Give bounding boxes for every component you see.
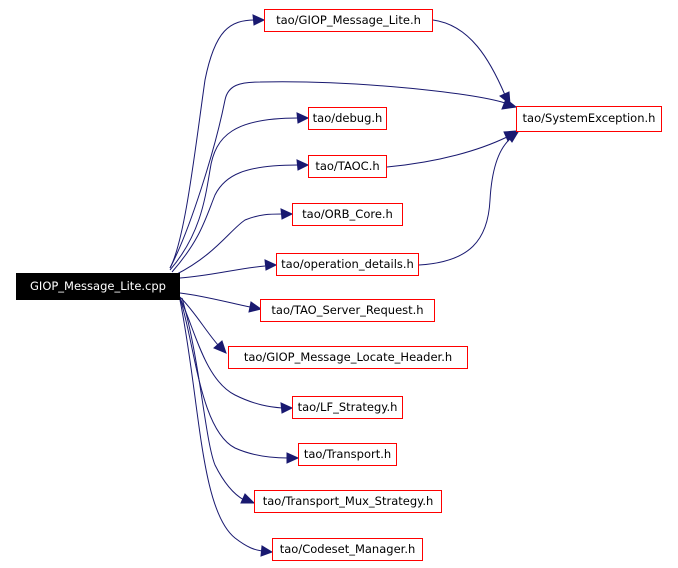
node-lf-strategy-h[interactable]: tao/LF_Strategy.h bbox=[292, 396, 403, 419]
edge-giop-message-lite-h-to-systemexception-h bbox=[432, 19, 506, 96]
arrowhead bbox=[505, 131, 519, 143]
edge-root-to-giop-message-lite-h bbox=[169, 19, 256, 269]
node-codeset-manager-h[interactable]: tao/Codeset_Manager.h bbox=[272, 538, 423, 561]
arrowhead bbox=[296, 112, 310, 124]
arrowhead bbox=[260, 545, 274, 557]
node-giop-message-lite-h[interactable]: tao/GIOP_Message_Lite.h bbox=[264, 9, 433, 32]
arrowhead bbox=[264, 259, 278, 271]
node-taoc-h[interactable]: tao/TAOC.h bbox=[308, 155, 387, 178]
node-transport-mux-strategy-h[interactable]: tao/Transport_Mux_Strategy.h bbox=[254, 490, 442, 513]
edge-taoc-h-to-systemexception-h bbox=[386, 136, 508, 168]
node-giop-message-locate-header-h[interactable]: tao/GIOP_Message_Locate_Header.h bbox=[228, 346, 468, 369]
arrowhead bbox=[296, 159, 310, 171]
arrowhead bbox=[213, 340, 227, 354]
node-transport-h[interactable]: tao/Transport.h bbox=[298, 443, 397, 466]
edge-root-to-systemexception-h bbox=[169, 81, 506, 269]
edge-root-to-orb-core-h bbox=[174, 213, 283, 276]
arrowhead bbox=[280, 208, 294, 220]
arrowhead bbox=[240, 493, 256, 504]
arrowhead bbox=[248, 301, 263, 313]
node-giop-message-lite-cpp[interactable]: GIOP_Message_Lite.cpp bbox=[16, 273, 180, 300]
edge-root-to-tao-server-request-h bbox=[179, 292, 251, 308]
edge-root-to-codeset-manager-h bbox=[179, 299, 263, 552]
arrowhead bbox=[286, 452, 300, 464]
edge-root-to-giop-message-locate-header-h bbox=[179, 296, 219, 346]
edge-root-to-operation-details-h bbox=[179, 265, 266, 279]
node-operation-details-h[interactable]: tao/operation_details.h bbox=[276, 253, 419, 276]
arrowhead bbox=[252, 14, 266, 26]
arrowhead bbox=[501, 98, 518, 110]
edge-root-to-transport-mux-strategy-h bbox=[181, 297, 245, 501]
edge-root-to-transport-h bbox=[179, 297, 289, 459]
node-systemexception-h[interactable]: tao/SystemException.h bbox=[516, 106, 662, 132]
node-orb-core-h[interactable]: tao/ORB_Core.h bbox=[292, 203, 403, 226]
node-debug-h[interactable]: tao/debug.h bbox=[308, 107, 387, 130]
node-tao-server-request-h[interactable]: tao/TAO_Server_Request.h bbox=[260, 299, 435, 322]
edge-root-to-debug-h bbox=[169, 117, 299, 271]
arrowhead bbox=[280, 402, 294, 414]
arrowhead bbox=[499, 91, 511, 106]
edge-root-to-lf-strategy-h bbox=[179, 297, 283, 409]
edge-operation-details-h-to-systemexception-h bbox=[418, 138, 511, 266]
edge-root-to-taoc-h bbox=[171, 164, 299, 273]
